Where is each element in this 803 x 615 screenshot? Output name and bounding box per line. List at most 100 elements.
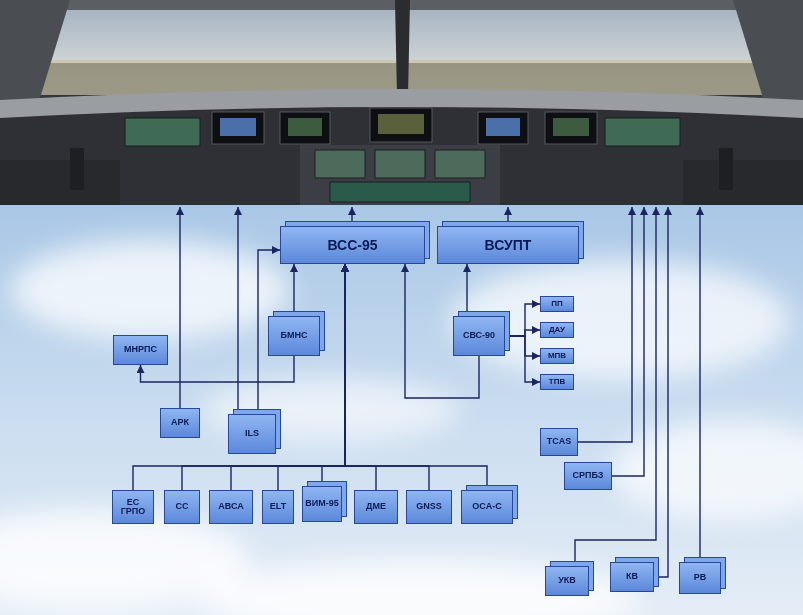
console-screen xyxy=(435,150,485,178)
feed-line xyxy=(179,207,180,408)
system-box: АРК xyxy=(160,408,200,438)
system-box: СРПБЗ xyxy=(564,462,612,490)
cloud xyxy=(450,260,790,380)
system-box: МНРПС xyxy=(113,335,168,365)
box-label: БМНС xyxy=(281,331,308,340)
system-box: TCAS xyxy=(540,428,578,456)
box-label: ЕС ГРПО xyxy=(115,498,151,517)
signal-connector xyxy=(345,264,429,490)
feed-line xyxy=(237,207,238,409)
console-screen xyxy=(315,150,365,178)
display-screen xyxy=(125,118,200,146)
side-stick xyxy=(70,148,84,190)
signal-connector xyxy=(133,264,345,490)
signal-connector xyxy=(505,304,540,336)
display-screen xyxy=(212,112,264,144)
system-box: ELT xyxy=(262,490,294,524)
box-label: ILS xyxy=(245,429,259,438)
signal-connector xyxy=(345,264,376,490)
signal-connector xyxy=(345,264,487,490)
system-box: ПП xyxy=(540,296,574,312)
system-box: РВ xyxy=(679,562,721,594)
signal-connector xyxy=(505,330,540,336)
side-stick xyxy=(719,148,733,190)
system-box: ВИМ-95 xyxy=(302,486,342,522)
system-box: КВ xyxy=(610,562,654,592)
signal-connector xyxy=(505,336,540,382)
left-pillar xyxy=(0,0,70,112)
system-box: ILS xyxy=(228,414,276,454)
center-console xyxy=(300,145,500,205)
box-label: СВС-90 xyxy=(463,331,495,340)
system-box: АВСА xyxy=(209,490,253,524)
box-label: ПП xyxy=(551,300,563,308)
box-label: ELT xyxy=(270,502,286,511)
box-label: ВИМ-95 xyxy=(305,499,338,508)
box-label: GNSS xyxy=(416,502,442,511)
feed-line xyxy=(578,207,632,442)
box-label: СС xyxy=(176,502,189,511)
cockpit-illustration xyxy=(0,0,803,205)
cloud xyxy=(200,560,640,615)
system-box: ВСС-95 xyxy=(280,226,425,264)
cockpit-shell xyxy=(0,0,803,205)
feed-line xyxy=(659,207,668,577)
system-box: ДАУ xyxy=(540,322,574,338)
box-label: АВСА xyxy=(218,502,243,511)
right-pillar xyxy=(733,0,803,112)
box-label: МНРПС xyxy=(124,345,157,354)
box-label: АРК xyxy=(171,418,189,427)
box-label: СРПБЗ xyxy=(573,471,604,480)
cockpit-feeds xyxy=(180,207,700,577)
system-box: БМНС xyxy=(268,316,320,356)
box-label: TCAS xyxy=(547,437,572,446)
system-box: ТПВ xyxy=(540,374,574,390)
display-screen xyxy=(545,112,597,144)
system-box: ОСА-С xyxy=(461,490,513,524)
signal-connector xyxy=(293,264,294,316)
cloud xyxy=(610,420,803,520)
box-label: РВ xyxy=(694,573,707,582)
system-box: СС xyxy=(164,490,200,524)
feed-line xyxy=(507,207,508,221)
feed-line xyxy=(699,207,700,557)
cloud xyxy=(10,240,290,340)
signal-connector xyxy=(505,336,540,356)
display-screen xyxy=(280,112,330,144)
instrument-panel xyxy=(0,107,803,205)
center-pillar xyxy=(395,0,410,96)
system-box: СВС-90 xyxy=(453,316,505,356)
signal-connector xyxy=(466,264,467,316)
signal-connector xyxy=(231,264,345,490)
system-box: GNSS xyxy=(406,490,452,524)
system-box: МПВ xyxy=(540,348,574,364)
box-label: ТПВ xyxy=(549,378,565,386)
display-image xyxy=(553,118,589,136)
box-label: ДАУ xyxy=(549,326,565,334)
side-console xyxy=(0,160,120,205)
display-screen xyxy=(605,118,680,146)
signal-connector xyxy=(322,264,345,486)
signal-connector xyxy=(278,264,345,490)
display-image xyxy=(220,118,256,136)
system-box: ВСУПТ xyxy=(437,226,579,264)
side-console xyxy=(683,160,803,205)
console-screen xyxy=(375,150,425,178)
display-screen xyxy=(370,108,432,142)
display-image xyxy=(486,118,520,136)
display-screen xyxy=(478,112,528,144)
console-screen xyxy=(330,182,470,202)
box-label: ВСУПТ xyxy=(485,238,532,253)
clouds xyxy=(0,240,803,615)
box-label: ВСС-95 xyxy=(327,238,377,253)
system-box: УКВ xyxy=(545,566,589,596)
display-image xyxy=(378,114,424,134)
system-box: ДМЕ xyxy=(354,490,398,524)
box-label: ОСА-С xyxy=(472,502,501,511)
feed-line xyxy=(575,207,656,561)
box-label: МПВ xyxy=(548,352,566,360)
display-image xyxy=(288,118,322,136)
box-label: КВ xyxy=(626,572,638,581)
system-box: ЕС ГРПО xyxy=(112,490,154,524)
